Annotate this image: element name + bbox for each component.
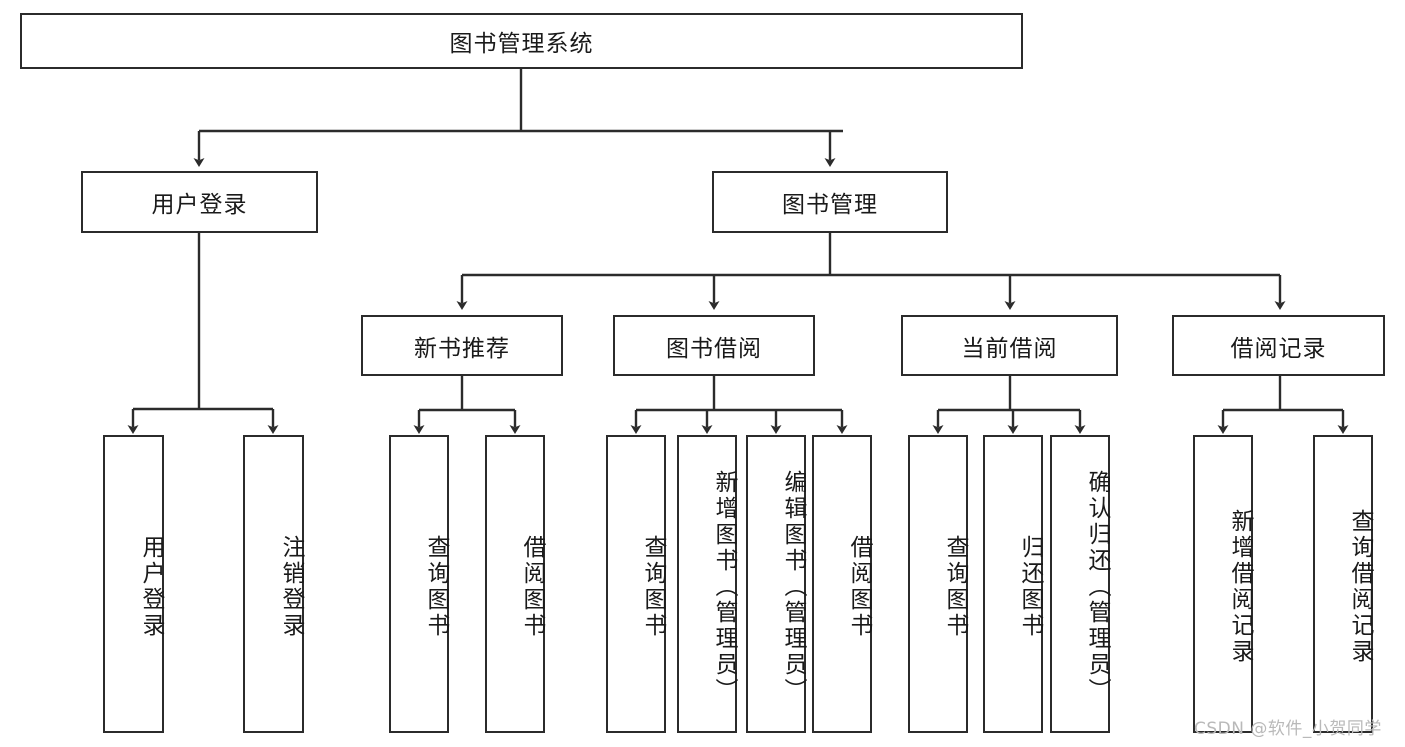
leaf-current-borrow-return-book[interactable]: 归还图书	[983, 435, 1043, 733]
leaf-book-borrow-edit-book-admin[interactable]: 编辑图书（管理员）	[746, 435, 806, 733]
leaf-borrow-record-add-record[interactable]: 新增借阅记录	[1193, 435, 1253, 733]
leaf-borrow-record-query-record[interactable]: 查询借阅记录	[1313, 435, 1373, 733]
node-label: 借阅记录	[1230, 335, 1327, 362]
node-label: 图书管理系统	[449, 31, 594, 57]
node-label: 新增借阅记录	[1227, 509, 1253, 665]
node-label: 查询图书	[942, 535, 968, 639]
node-label: 图书借阅	[666, 335, 762, 362]
leaf-new-book-borrow-book[interactable]: 借阅图书	[485, 435, 545, 733]
node-label: 归还图书	[1017, 535, 1043, 639]
node-label: 用户登录	[151, 192, 248, 218]
leaf-current-borrow-query-book[interactable]: 查询图书	[908, 435, 968, 733]
node-label: 确认归还（管理员）	[1084, 470, 1110, 704]
node-book-borrow[interactable]: 图书借阅	[613, 315, 815, 376]
node-user-login[interactable]: 用户登录	[81, 171, 318, 233]
node-label: 查询图书	[423, 535, 449, 639]
csdn-watermark: CSDN @软件_小贺同学	[1194, 719, 1382, 739]
node-label: 新书推荐	[414, 335, 510, 362]
node-label: 图书管理	[782, 192, 878, 218]
node-label: 注销登录	[278, 535, 304, 639]
leaf-book-borrow-query-book[interactable]: 查询图书	[606, 435, 666, 733]
leaf-book-borrow-borrow-book[interactable]: 借阅图书	[812, 435, 872, 733]
node-book-management[interactable]: 图书管理	[712, 171, 948, 233]
node-label: 查询图书	[640, 535, 666, 639]
node-label: 查询借阅记录	[1347, 509, 1373, 665]
node-current-borrow[interactable]: 当前借阅	[901, 315, 1118, 376]
node-label: 编辑图书（管理员）	[780, 470, 806, 704]
node-label: 借阅图书	[846, 535, 872, 639]
node-root-library-management-system[interactable]: 图书管理系统	[20, 13, 1023, 69]
leaf-current-borrow-confirm-return-admin[interactable]: 确认归还（管理员）	[1050, 435, 1110, 733]
node-new-book-recommend[interactable]: 新书推荐	[361, 315, 563, 376]
leaf-new-book-query-book[interactable]: 查询图书	[389, 435, 449, 733]
leaf-book-borrow-add-book-admin[interactable]: 新增图书（管理员）	[677, 435, 737, 733]
node-label: 用户登录	[138, 535, 164, 639]
leaf-user-login-login[interactable]: 用户登录	[103, 435, 164, 733]
leaf-user-login-logout[interactable]: 注销登录	[243, 435, 304, 733]
node-label: 借阅图书	[519, 535, 545, 639]
node-borrow-record[interactable]: 借阅记录	[1172, 315, 1385, 376]
node-label: 当前借阅	[961, 335, 1058, 362]
node-label: 新增图书（管理员）	[711, 470, 737, 704]
